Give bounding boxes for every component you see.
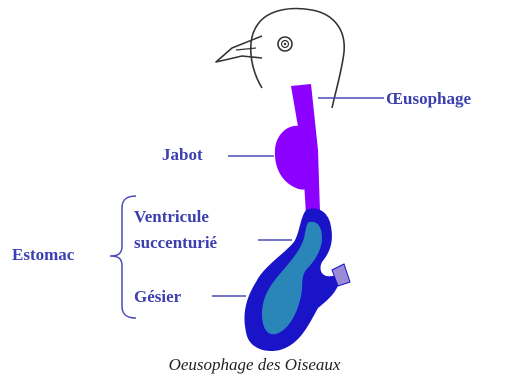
label-oesophage: Œusophage xyxy=(386,90,471,107)
figure-caption: Oeusophage des Oiseaux xyxy=(0,355,509,375)
bird-beak-icon xyxy=(216,36,262,62)
bird-beak-line xyxy=(236,48,256,50)
bird-eye-icon xyxy=(278,37,292,51)
label-estomac: Estomac xyxy=(12,246,74,263)
estomac-brace xyxy=(110,196,136,318)
label-ventricule-line1: Ventricule xyxy=(134,208,209,225)
label-ventricule-line2: succenturié xyxy=(134,234,217,251)
bird-head-icon xyxy=(216,9,344,108)
label-jabot: Jabot xyxy=(162,146,203,163)
label-gesier: Gésier xyxy=(134,288,181,305)
